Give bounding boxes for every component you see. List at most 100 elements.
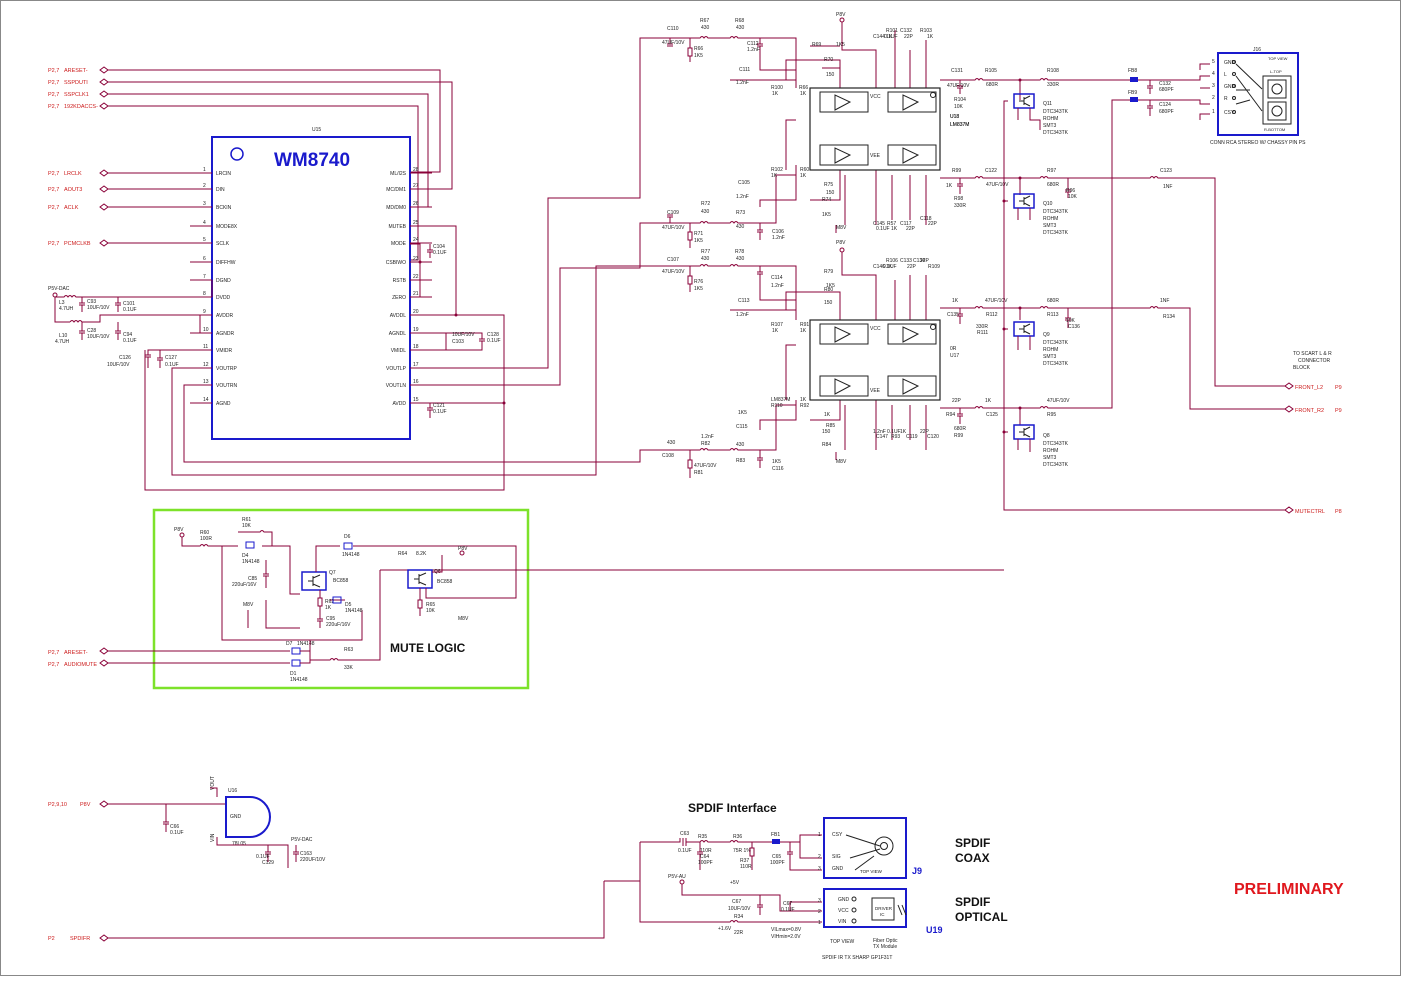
u19-optical-tx: [823, 888, 907, 928]
net-aclk: P2,7 ACLK: [48, 203, 212, 211]
component-label: 1K: [771, 173, 778, 179]
component-label: U17: [950, 353, 959, 359]
component-label: R66: [694, 46, 703, 52]
svg-text:VCC: VCC: [838, 908, 849, 914]
svg-text:C128: C128: [487, 332, 499, 338]
q6-transistor: [407, 569, 433, 589]
svg-text:10UF/10V: 10UF/10V: [87, 305, 110, 311]
u15-pin-name: SCLK: [216, 241, 230, 247]
svg-text:0.1UF: 0.1UF: [170, 830, 184, 836]
svg-text:TOP VIEW: TOP VIEW: [1268, 56, 1288, 61]
j16-pin-number: 3: [1212, 83, 1215, 89]
svg-text:C65: C65: [772, 854, 781, 860]
svg-text:0.1UF: 0.1UF: [487, 338, 501, 344]
component-label: 1K5: [694, 238, 703, 244]
component-label: 1NF: [1160, 298, 1169, 304]
u18-opamp: [809, 87, 941, 171]
component-label: C112: [747, 41, 759, 47]
component-label: R92: [800, 403, 809, 409]
svg-text:P2,7: P2,7: [48, 241, 59, 247]
svg-text:TO SCART L & R: TO SCART L & R: [1293, 351, 1332, 357]
svg-text:0.1UF: 0.1UF: [433, 250, 447, 256]
j16-pin-name: R: [1224, 96, 1228, 102]
mute-logic-frame: [152, 508, 530, 690]
component-label: R99: [952, 168, 961, 174]
svg-text:P8V: P8V: [836, 240, 846, 246]
component-label: LM837M: [771, 397, 790, 403]
svg-text:U16: U16: [228, 788, 237, 794]
component-label: 10K: [954, 104, 964, 110]
svg-text:P2,7: P2,7: [48, 80, 59, 86]
component-label: 430: [736, 256, 745, 262]
svg-text:1: 1: [818, 832, 821, 838]
component-label: 430: [736, 25, 745, 31]
svg-text:0.1UF: 0.1UF: [123, 338, 137, 344]
svg-text:P2: P2: [48, 936, 55, 942]
svg-text:+1.6V: +1.6V: [718, 926, 732, 932]
u15-pin-name: DVDD: [216, 295, 231, 301]
svg-text:1N4148: 1N4148: [242, 559, 260, 565]
svg-text:10UF/10V: 10UF/10V: [728, 906, 751, 912]
svg-text:CONN RCA STEREO W/ CHASSY PIN: CONN RCA STEREO W/ CHASSY PIN PS: [1210, 140, 1306, 146]
u15-pin-number: 11: [203, 344, 208, 350]
svg-text:FB1: FB1: [771, 832, 780, 838]
component-label: 1K5: [836, 42, 845, 48]
svg-text:220uF/16V: 220uF/16V: [232, 582, 257, 588]
component-label: R78: [735, 249, 744, 255]
component-label: 1K: [800, 91, 807, 97]
svg-text:1: 1: [818, 920, 821, 926]
component-label: 0.1UF: [876, 226, 890, 232]
svg-text:100PF: 100PF: [698, 860, 713, 866]
svg-text:SMT3: SMT3: [1043, 455, 1057, 461]
svg-text:L10: L10: [59, 333, 68, 339]
svg-text:AUDIOMUTE: AUDIOMUTE: [64, 662, 97, 668]
component-label: 1K: [927, 34, 934, 40]
svg-text:VCC: VCC: [870, 326, 881, 332]
svg-text:VIN: VIN: [210, 833, 216, 842]
svg-text:BC858: BC858: [437, 579, 453, 585]
svg-text:CSY: CSY: [832, 832, 843, 838]
component-label: 1K: [824, 412, 831, 418]
component-label: R113: [1047, 312, 1059, 318]
component-label: 150: [826, 72, 835, 78]
u15-pin-name: DIFFHW: [216, 260, 236, 266]
u15-pin-number: 28: [413, 167, 419, 173]
top-component-labels: C11047UF/10VR67430R68430R661K5C1121.2nFR…: [662, 18, 1172, 244]
svg-text:C94: C94: [123, 332, 132, 338]
j16-pin-number: 1: [1212, 109, 1215, 115]
svg-text:PCMCLKB: PCMCLKB: [64, 241, 91, 247]
u15-pin-name: VMIDL: [391, 348, 407, 354]
svg-text:SPDIF: SPDIF: [955, 895, 990, 909]
component-label: C147: [876, 434, 888, 440]
component-label: C136: [1068, 324, 1080, 330]
component-label: R97: [1047, 168, 1056, 174]
j16-pin-dot: [1232, 60, 1236, 64]
component-label: R79: [824, 269, 833, 275]
u15-part-number: WM8740: [274, 150, 350, 171]
component-label: R112: [986, 312, 998, 318]
svg-text:TOP VIEW: TOP VIEW: [830, 939, 855, 945]
component-label: R91: [800, 322, 809, 328]
u15-pin-number: 18: [413, 344, 419, 350]
svg-text:ROHM: ROHM: [1043, 448, 1058, 454]
svg-text:R63: R63: [344, 647, 353, 653]
svg-text:100PF: 100PF: [770, 860, 785, 866]
svg-text:C67: C67: [732, 899, 741, 905]
component-label: R105: [985, 68, 997, 74]
component-label: 680R: [954, 426, 966, 432]
svg-text:J16: J16: [1253, 47, 1261, 53]
svg-text:C63: C63: [680, 831, 689, 837]
j16-pin-number: 5: [1212, 59, 1215, 65]
svg-text:BC858: BC858: [333, 578, 349, 584]
component-label: C131: [951, 68, 963, 74]
u15-pin-number: 22: [413, 274, 419, 280]
component-label: C115: [736, 424, 748, 430]
j16-pin-dot: [1232, 72, 1236, 76]
svg-text:R62: R62: [325, 599, 334, 605]
component-label: 22P: [904, 34, 914, 40]
svg-text:R61: R61: [242, 517, 251, 523]
u15-pin-name: ML/I2S: [390, 171, 407, 177]
component-label: 47UF/10V: [986, 182, 1009, 188]
